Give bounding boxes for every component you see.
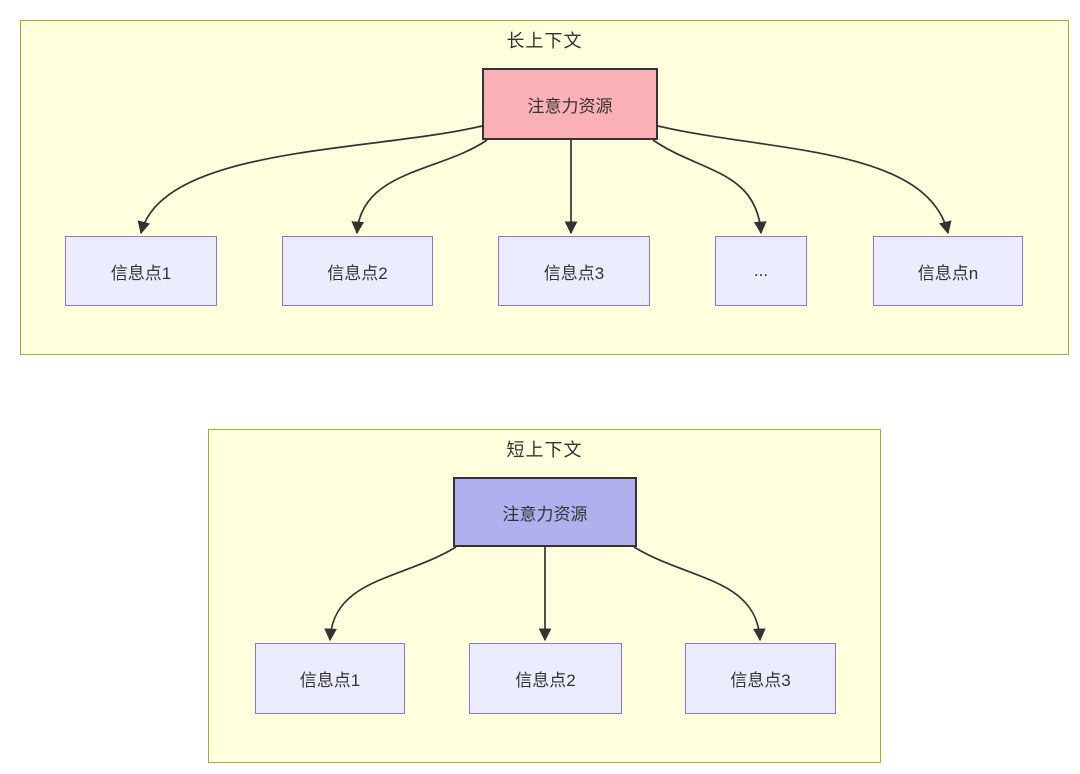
info-node-long-dots-label: ...: [753, 261, 769, 280]
info-node-long-n: 信息点n: [873, 236, 1023, 306]
info-node-long-2: 信息点2: [282, 236, 433, 306]
cluster-short-context-title: 短上下文: [506, 440, 583, 460]
info-node-short-2: 信息点2: [469, 643, 622, 714]
attention-node-short-label: 注意力资源: [502, 504, 588, 524]
info-node-short-1-label: 信息点1: [299, 671, 361, 690]
info-node-short-3-label: 信息点3: [730, 671, 791, 690]
attention-node-long: 注意力资源: [482, 68, 658, 140]
info-node-long-3-label: 信息点3: [543, 263, 605, 283]
info-node-short-3: 信息点3: [685, 643, 836, 714]
info-node-long-n-label: 信息点n: [917, 263, 979, 283]
attention-node-long-label: 注意力资源: [527, 96, 613, 116]
info-node-short-1: 信息点1: [255, 643, 405, 714]
info-node-long-1-label: 信息点1: [110, 263, 172, 283]
info-node-long-3: 信息点3: [498, 236, 650, 306]
cluster-long-context-title: 长上下文: [506, 31, 583, 51]
info-node-long-2-label: 信息点2: [327, 263, 388, 283]
info-node-long-1: 信息点1: [65, 236, 217, 306]
attention-node-short: 注意力资源: [453, 477, 637, 547]
info-node-short-2-label: 信息点2: [515, 671, 576, 690]
info-node-long-dots: ...: [715, 236, 807, 306]
